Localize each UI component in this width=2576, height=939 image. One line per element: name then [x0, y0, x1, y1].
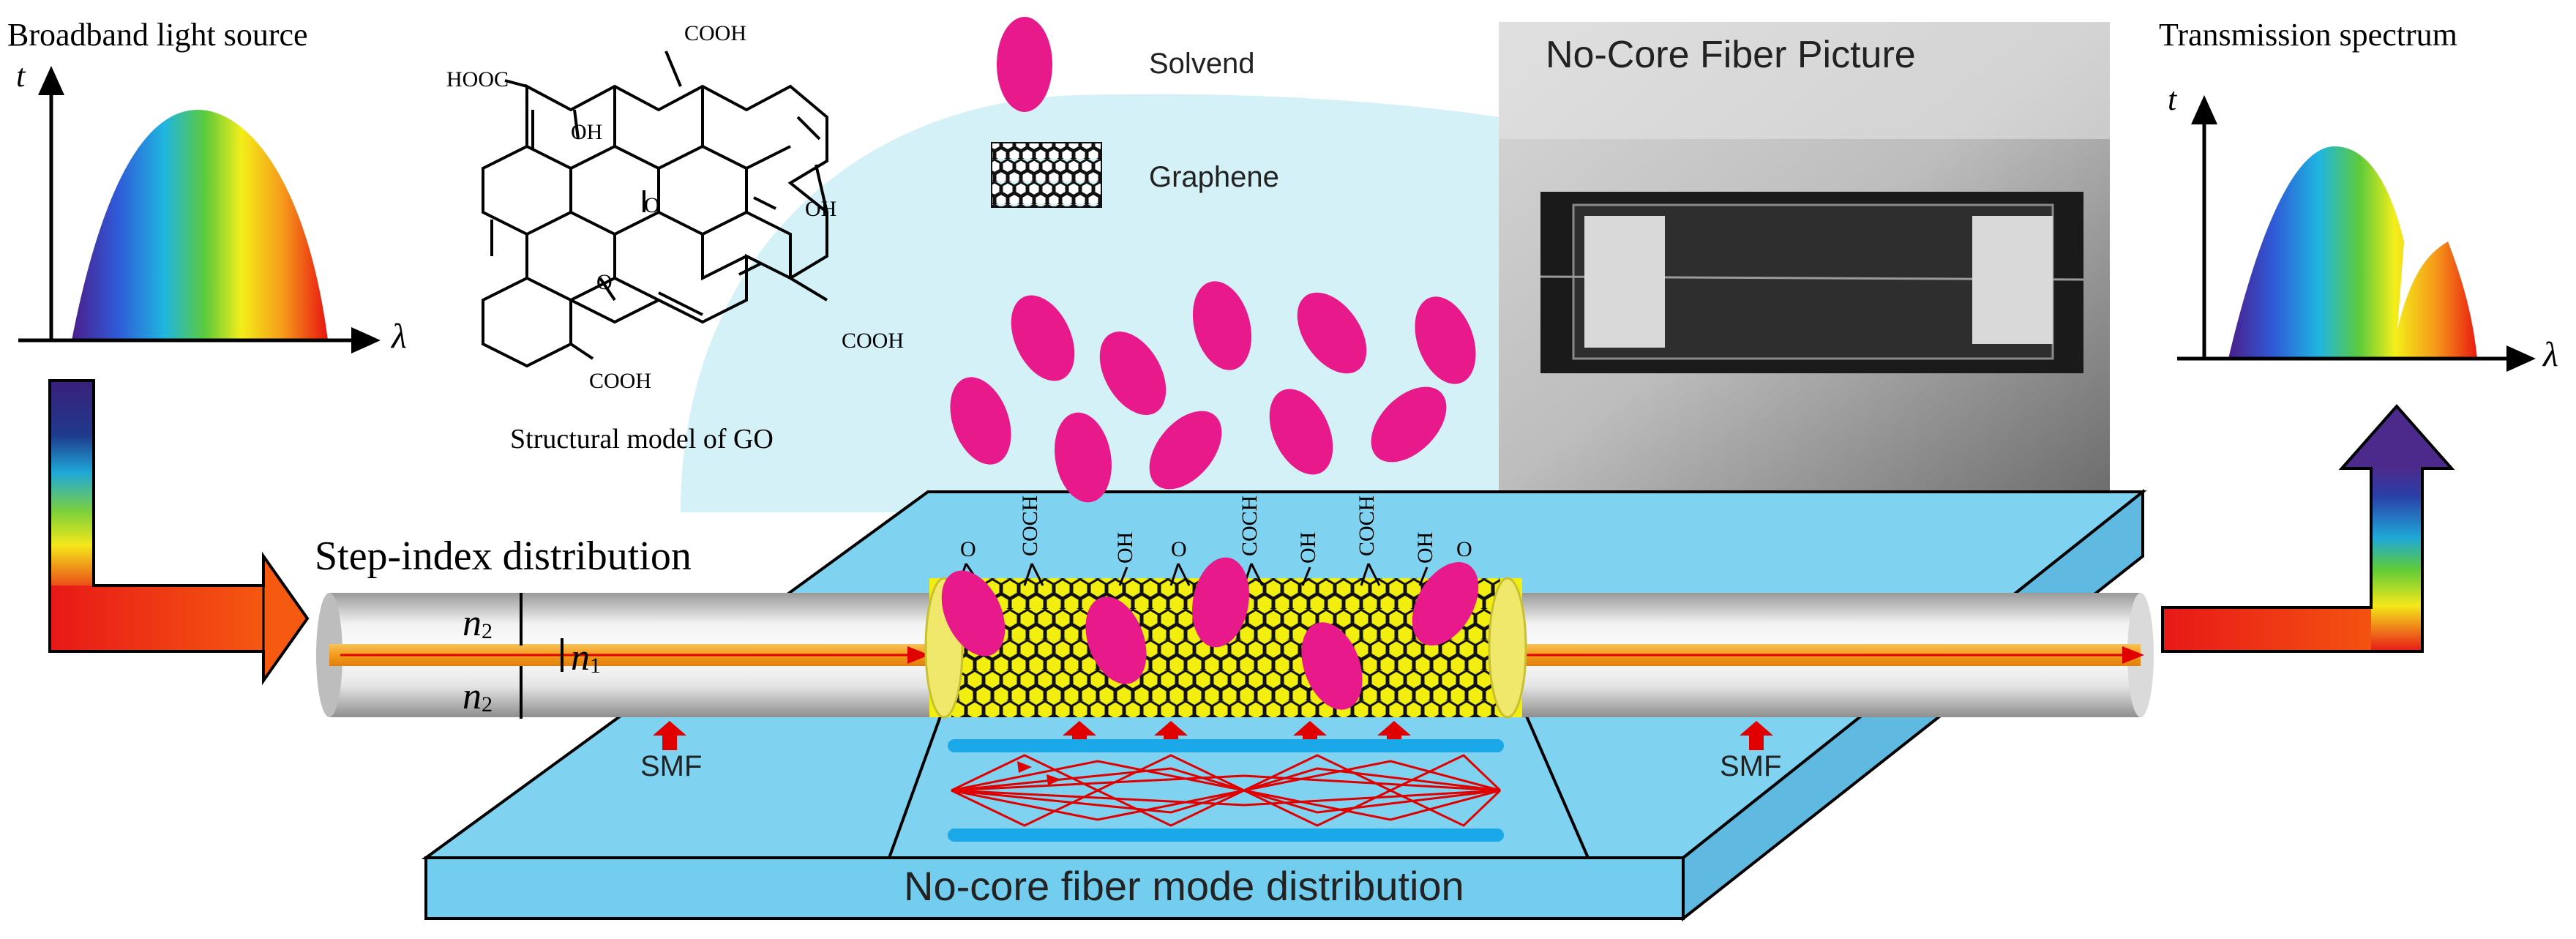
svg-text:OH: OH	[1413, 532, 1437, 564]
solvend-particles	[941, 281, 1479, 710]
transmission-spectrum	[2228, 146, 2477, 359]
legend-solvend-label: Solvend	[1149, 48, 1255, 80]
broadband-spectrum-chart: Broadband light source t λ	[7, 17, 407, 356]
mode-distribution	[948, 739, 1504, 842]
axis-lambda-right: λ	[2542, 335, 2558, 374]
n1-core: n1	[571, 637, 601, 678]
smf-label-right: SMF	[1720, 750, 1781, 782]
no-core-fiber-section	[924, 577, 1527, 719]
ncf-mode-label: No-core fiber mode distribution	[904, 863, 1464, 909]
n2-bottom: n2	[463, 676, 493, 717]
broadband-title: Broadband light source	[7, 17, 308, 53]
axis-t-left: t	[16, 58, 26, 94]
legend-graphene-icon	[991, 142, 1102, 208]
y-axis-arrow-left	[38, 66, 64, 95]
smf-label-left: SMF	[640, 750, 702, 782]
x-axis-arrow-left	[351, 327, 381, 353]
tape-left	[1584, 216, 1665, 348]
svg-text:O: O	[960, 537, 976, 561]
svg-text:O: O	[1171, 537, 1187, 561]
legend-solvend-icon	[997, 17, 1052, 112]
svg-text:COOH: COOH	[589, 369, 651, 393]
tape-right	[1972, 216, 2053, 344]
go-functional-groups: COOH HOOC OH O OH O COOH COOH Structural…	[446, 21, 904, 454]
go-structure-model	[482, 50, 828, 368]
input-light-arrow	[48, 379, 310, 686]
x-axis-arrow-right	[2506, 345, 2536, 372]
output-light-arrow	[2161, 403, 2455, 653]
svg-text:COCH: COCH	[1238, 495, 1262, 556]
axis-lambda-left: λ	[390, 317, 407, 356]
transmission-spectrum-chart: Transmission spectrum t λ	[2159, 17, 2558, 374]
legend-graphene-label: Graphene	[1149, 161, 1279, 193]
smf-right	[1522, 593, 2154, 717]
smf-left: Step-index distribution n2 n1 n2	[315, 534, 929, 719]
legend: Solvend Graphene	[991, 17, 1279, 208]
y-axis-arrow-right	[2191, 95, 2217, 124]
svg-text:COOH: COOH	[684, 21, 746, 45]
svg-text:OH: OH	[571, 120, 602, 144]
svg-text:COOH: COOH	[842, 329, 904, 353]
svg-text:COCH: COCH	[1355, 495, 1379, 556]
transmission-title: Transmission spectrum	[2159, 17, 2457, 53]
svg-text:OH: OH	[805, 197, 836, 221]
axis-t-right: t	[2168, 81, 2178, 117]
go-model-label: Structural model of GO	[510, 424, 774, 454]
svg-text:O: O	[1456, 537, 1472, 561]
ncf-photo: No-Core Fiber Picture	[1499, 22, 2110, 490]
adsorption-arrows	[653, 721, 1773, 750]
svg-text:COCH: COCH	[1018, 495, 1042, 556]
surface-groups: O O O COCH OH COCH OH COCH OH	[957, 495, 1476, 586]
n2-top: n2	[463, 602, 493, 644]
broadband-spectrum	[72, 110, 328, 340]
svg-text:O: O	[596, 270, 613, 294]
step-index-label: Step-index distribution	[315, 534, 692, 579]
svg-text:OH: OH	[1296, 532, 1320, 564]
svg-text:HOOC: HOOC	[446, 67, 509, 91]
svg-text:O: O	[644, 193, 660, 217]
ncf-photo-title: No-Core Fiber Picture	[1546, 34, 1916, 76]
svg-text:OH: OH	[1113, 532, 1137, 564]
